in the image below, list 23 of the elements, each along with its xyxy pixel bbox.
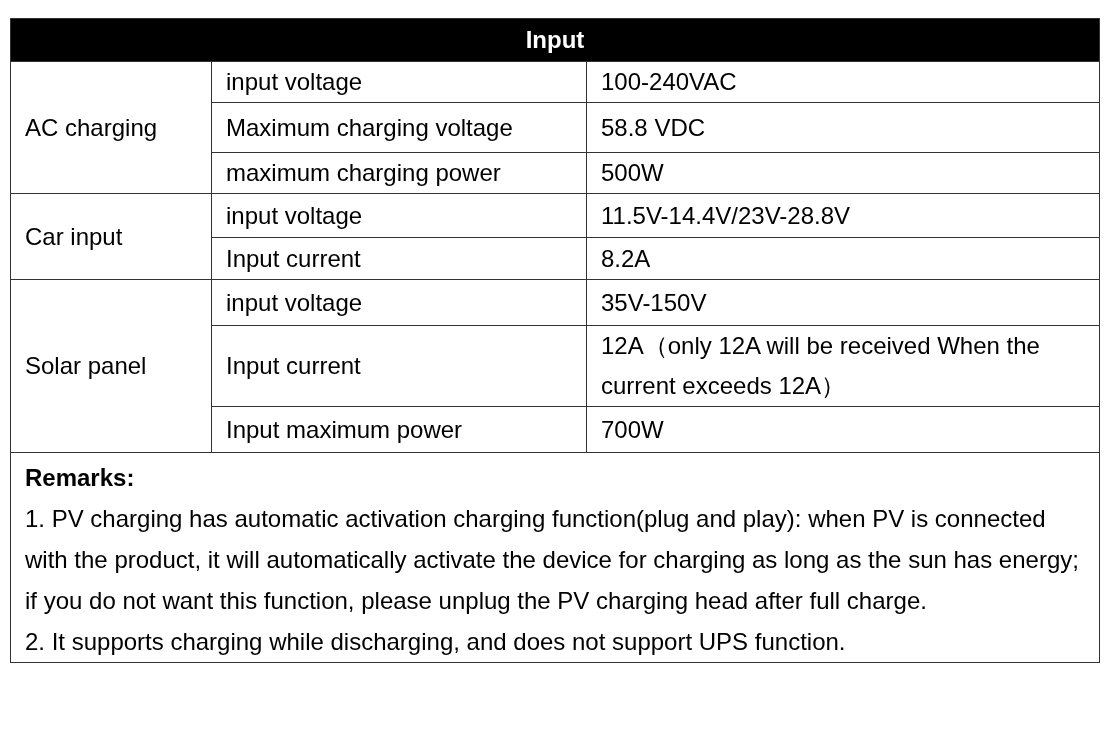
table-cell: input voltage [211,279,587,326]
table-cell: Input current [211,237,587,280]
table-cell: 700W [586,406,1100,453]
remark-text: 1. PV charging has automatic activation charging function(plug and play): when PV is connected with the product, it will automatically activate the device for charging as long as the sun has energy; if you do not want this function, please unplug the PV charging head after full charge. [25,504,1080,616]
table-cell: 58.8 VDC [586,102,1100,153]
table-header: Input [10,18,1100,62]
table-cell: 12A（only 12A will be received When the current exceeds 12A） [586,325,1100,407]
table-cell: 100-240VAC [586,61,1100,103]
table-cell: Input maximum power [211,406,587,453]
table-cell: Solar panel [10,279,212,453]
table-cell: input voltage [211,61,587,103]
table-cell: input voltage [211,193,587,238]
table-cell: Input current [211,325,587,407]
table-cell: maximum charging power [211,152,587,194]
table-cell: Car input [10,193,212,280]
table-cell: AC charging [10,61,212,194]
remarks-heading: Remarks: [25,463,136,493]
table-cell: 11.5V-14.4V/23V-28.8V [586,193,1100,238]
table-cell: 500W [586,152,1100,194]
table-cell: 35V-150V [586,279,1100,326]
remark-text: 2. It supports charging while discharging, and does not support UPS function. [25,627,847,657]
table-cell: Maximum charging voltage [211,102,587,153]
table-cell: 8.2A [586,237,1100,280]
